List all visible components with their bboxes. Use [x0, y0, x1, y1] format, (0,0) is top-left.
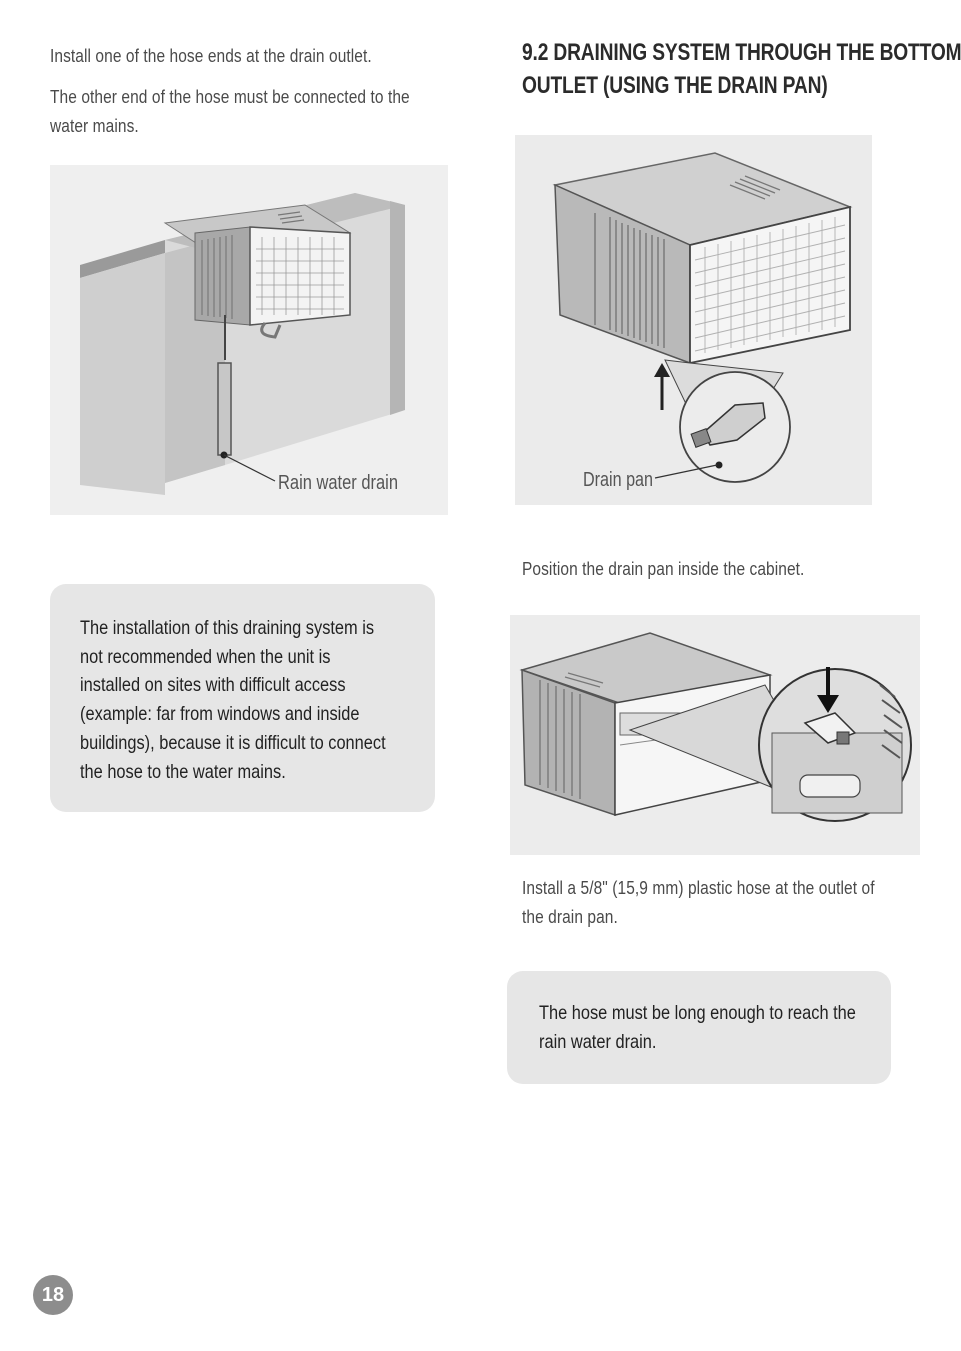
drain-pan-label: Drain pan: [583, 469, 653, 491]
left-note-line: (example: far from windows and inside: [80, 703, 360, 726]
position-drain-pan-paragraph: Position the drain pan inside the cabine…: [522, 559, 805, 579]
page-number-badge: 18: [33, 1275, 73, 1315]
section-heading-line1: 9.2 DRAINING SYSTEM THROUGH THE BOTTOM: [522, 39, 961, 66]
right-note-text: The hose must be long enough to reach th…: [539, 999, 856, 1056]
intro-paragraph: Install one of the hose ends at the drai…: [50, 46, 372, 66]
section-heading: 9.2 DRAINING SYSTEM THROUGH THE BOTTOM O…: [522, 36, 961, 102]
left-note-line: the hose to the water mains.: [80, 760, 286, 783]
right-note-box: The hose must be long enough to reach th…: [507, 971, 891, 1084]
section-heading-line2: OUTLET (USING THE DRAIN PAN): [522, 72, 828, 99]
wall-mounted-unit-figure: Rain water drain: [50, 165, 448, 515]
drain-pan-unit-figure: Drain pan: [515, 135, 872, 505]
right-note-line: The hose must be long enough to reach th…: [539, 1002, 856, 1024]
left-note-box: The installation of this draining system…: [50, 584, 435, 812]
left-note-text: The installation of this draining system…: [80, 614, 386, 786]
right-note-line: rain water drain.: [539, 1030, 657, 1053]
left-note-line: The installation of this draining system…: [80, 617, 375, 639]
hose-connection-paragraph-line1: The other end of the hose must be connec…: [50, 87, 410, 107]
hose-connection-paragraph-line2: water mains.: [50, 116, 139, 136]
install-hose-paragraph-line2: the drain pan.: [522, 907, 618, 927]
cabinet-drain-pan-figure: [510, 615, 920, 855]
install-hose-paragraph-line1: Install a 5/8" (15,9 mm) plastic hose at…: [522, 878, 875, 898]
rain-water-drain-label: Rain water drain: [278, 472, 398, 494]
left-note-line: buildings), because it is difficult to c…: [80, 731, 386, 754]
left-note-line: installed on sites with difficult access: [80, 674, 346, 697]
left-note-line: not recommended when the unit is: [80, 645, 331, 668]
